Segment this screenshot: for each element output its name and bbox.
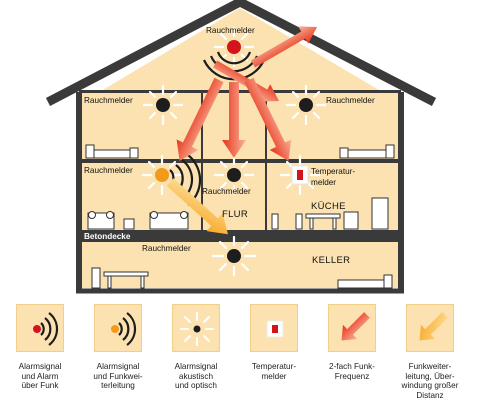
left-middle-detector: [155, 168, 169, 182]
acoustic-optical-icon: [180, 312, 214, 346]
kitchen-label: KÜCHE: [311, 201, 346, 212]
basement-detector: [227, 249, 241, 263]
arrow-to-left-upper: [213, 60, 280, 102]
roof-detector: [227, 40, 241, 54]
orange-arrow-icon: [419, 312, 448, 341]
legend-label-radio-relay: Alarmsignal und Funkwei- terleitung: [93, 362, 143, 391]
red-radio-arrows: [176, 26, 318, 161]
sparkle-rays: [141, 26, 327, 277]
concrete-ceiling: [79, 230, 401, 242]
upper-right-detector-rays: [285, 84, 327, 126]
legend-red-arrow: [328, 304, 376, 352]
radio-relay-icon: [111, 312, 137, 346]
left-middle-label: Rauchmelder: [84, 166, 133, 175]
basement-detector-rays: [211, 235, 257, 277]
upper-right-bed: [339, 144, 395, 159]
attic-floor: [79, 90, 401, 93]
basement-detector-label: Rauchmelder: [142, 244, 191, 253]
center-middle-detector: [227, 168, 241, 182]
left-upper-label: Rauchmelder: [84, 96, 133, 105]
upper-left-detector-rays: [142, 84, 184, 126]
legend-label-temperature: Temperatur- melder: [251, 362, 297, 381]
temperature-detector-icon: [266, 320, 284, 338]
roof-detector-label: Rauchmelder: [206, 26, 255, 35]
legend-label-radio-alarm: Alarmsignal und Alarm über Funk: [18, 362, 62, 391]
ceiling-label: Betondecke: [84, 232, 131, 241]
orange-relay-arrow: [166, 178, 228, 235]
center-middle-label: Rauchmelder: [202, 187, 251, 196]
arrow-to-right-upper: [251, 26, 318, 68]
temperature-label-line1: Temperatur-: [311, 167, 356, 176]
temperature-detector-rays: [279, 154, 321, 196]
red-arrow-icon: [341, 312, 370, 341]
legend-label-dual-frequency: 2-fach Funk- Frequenz: [329, 362, 375, 381]
upper-left-bed: [85, 144, 139, 159]
house-illustration: [45, 0, 437, 294]
sofa: [87, 211, 189, 230]
upper-right-detector: [299, 98, 313, 112]
legend-label-acoustic-optical: Alarmsignal akustisch und optisch: [174, 362, 218, 391]
floor-label: FLUR: [222, 209, 249, 220]
roof-detector-rays: [213, 26, 255, 68]
attic-room: [86, 8, 396, 100]
basement-furniture: [91, 267, 393, 289]
legend-orange-arrow: [406, 304, 454, 352]
legend-temperature: [250, 304, 298, 352]
upper-left-detector: [156, 98, 170, 112]
roof-outline: [45, 0, 437, 106]
basement-label: KELLER: [312, 255, 351, 266]
legend-radio-alarm: [16, 304, 64, 352]
left-middle-detector-rays: [141, 154, 183, 196]
legend-acoustic-optical: [172, 304, 220, 352]
arrow-to-kitchen: [244, 77, 292, 161]
radio-alarm-icon: [33, 312, 59, 346]
right-upper-label: Rauchmelder: [326, 96, 375, 105]
arrow-to-flur: [222, 82, 246, 158]
temperature-label-line2: melder: [311, 178, 337, 187]
legend-radio-relay: [94, 304, 142, 352]
temperature-detector: [291, 165, 309, 185]
center-middle-detector-rays: [213, 154, 255, 196]
kitchen-furniture: [271, 197, 389, 230]
upper-slab: [79, 159, 401, 163]
arrow-to-left-middle: [176, 77, 224, 161]
legend-label-relay-distance: Funkweiter- leitung, Über- windung große…: [401, 362, 459, 400]
